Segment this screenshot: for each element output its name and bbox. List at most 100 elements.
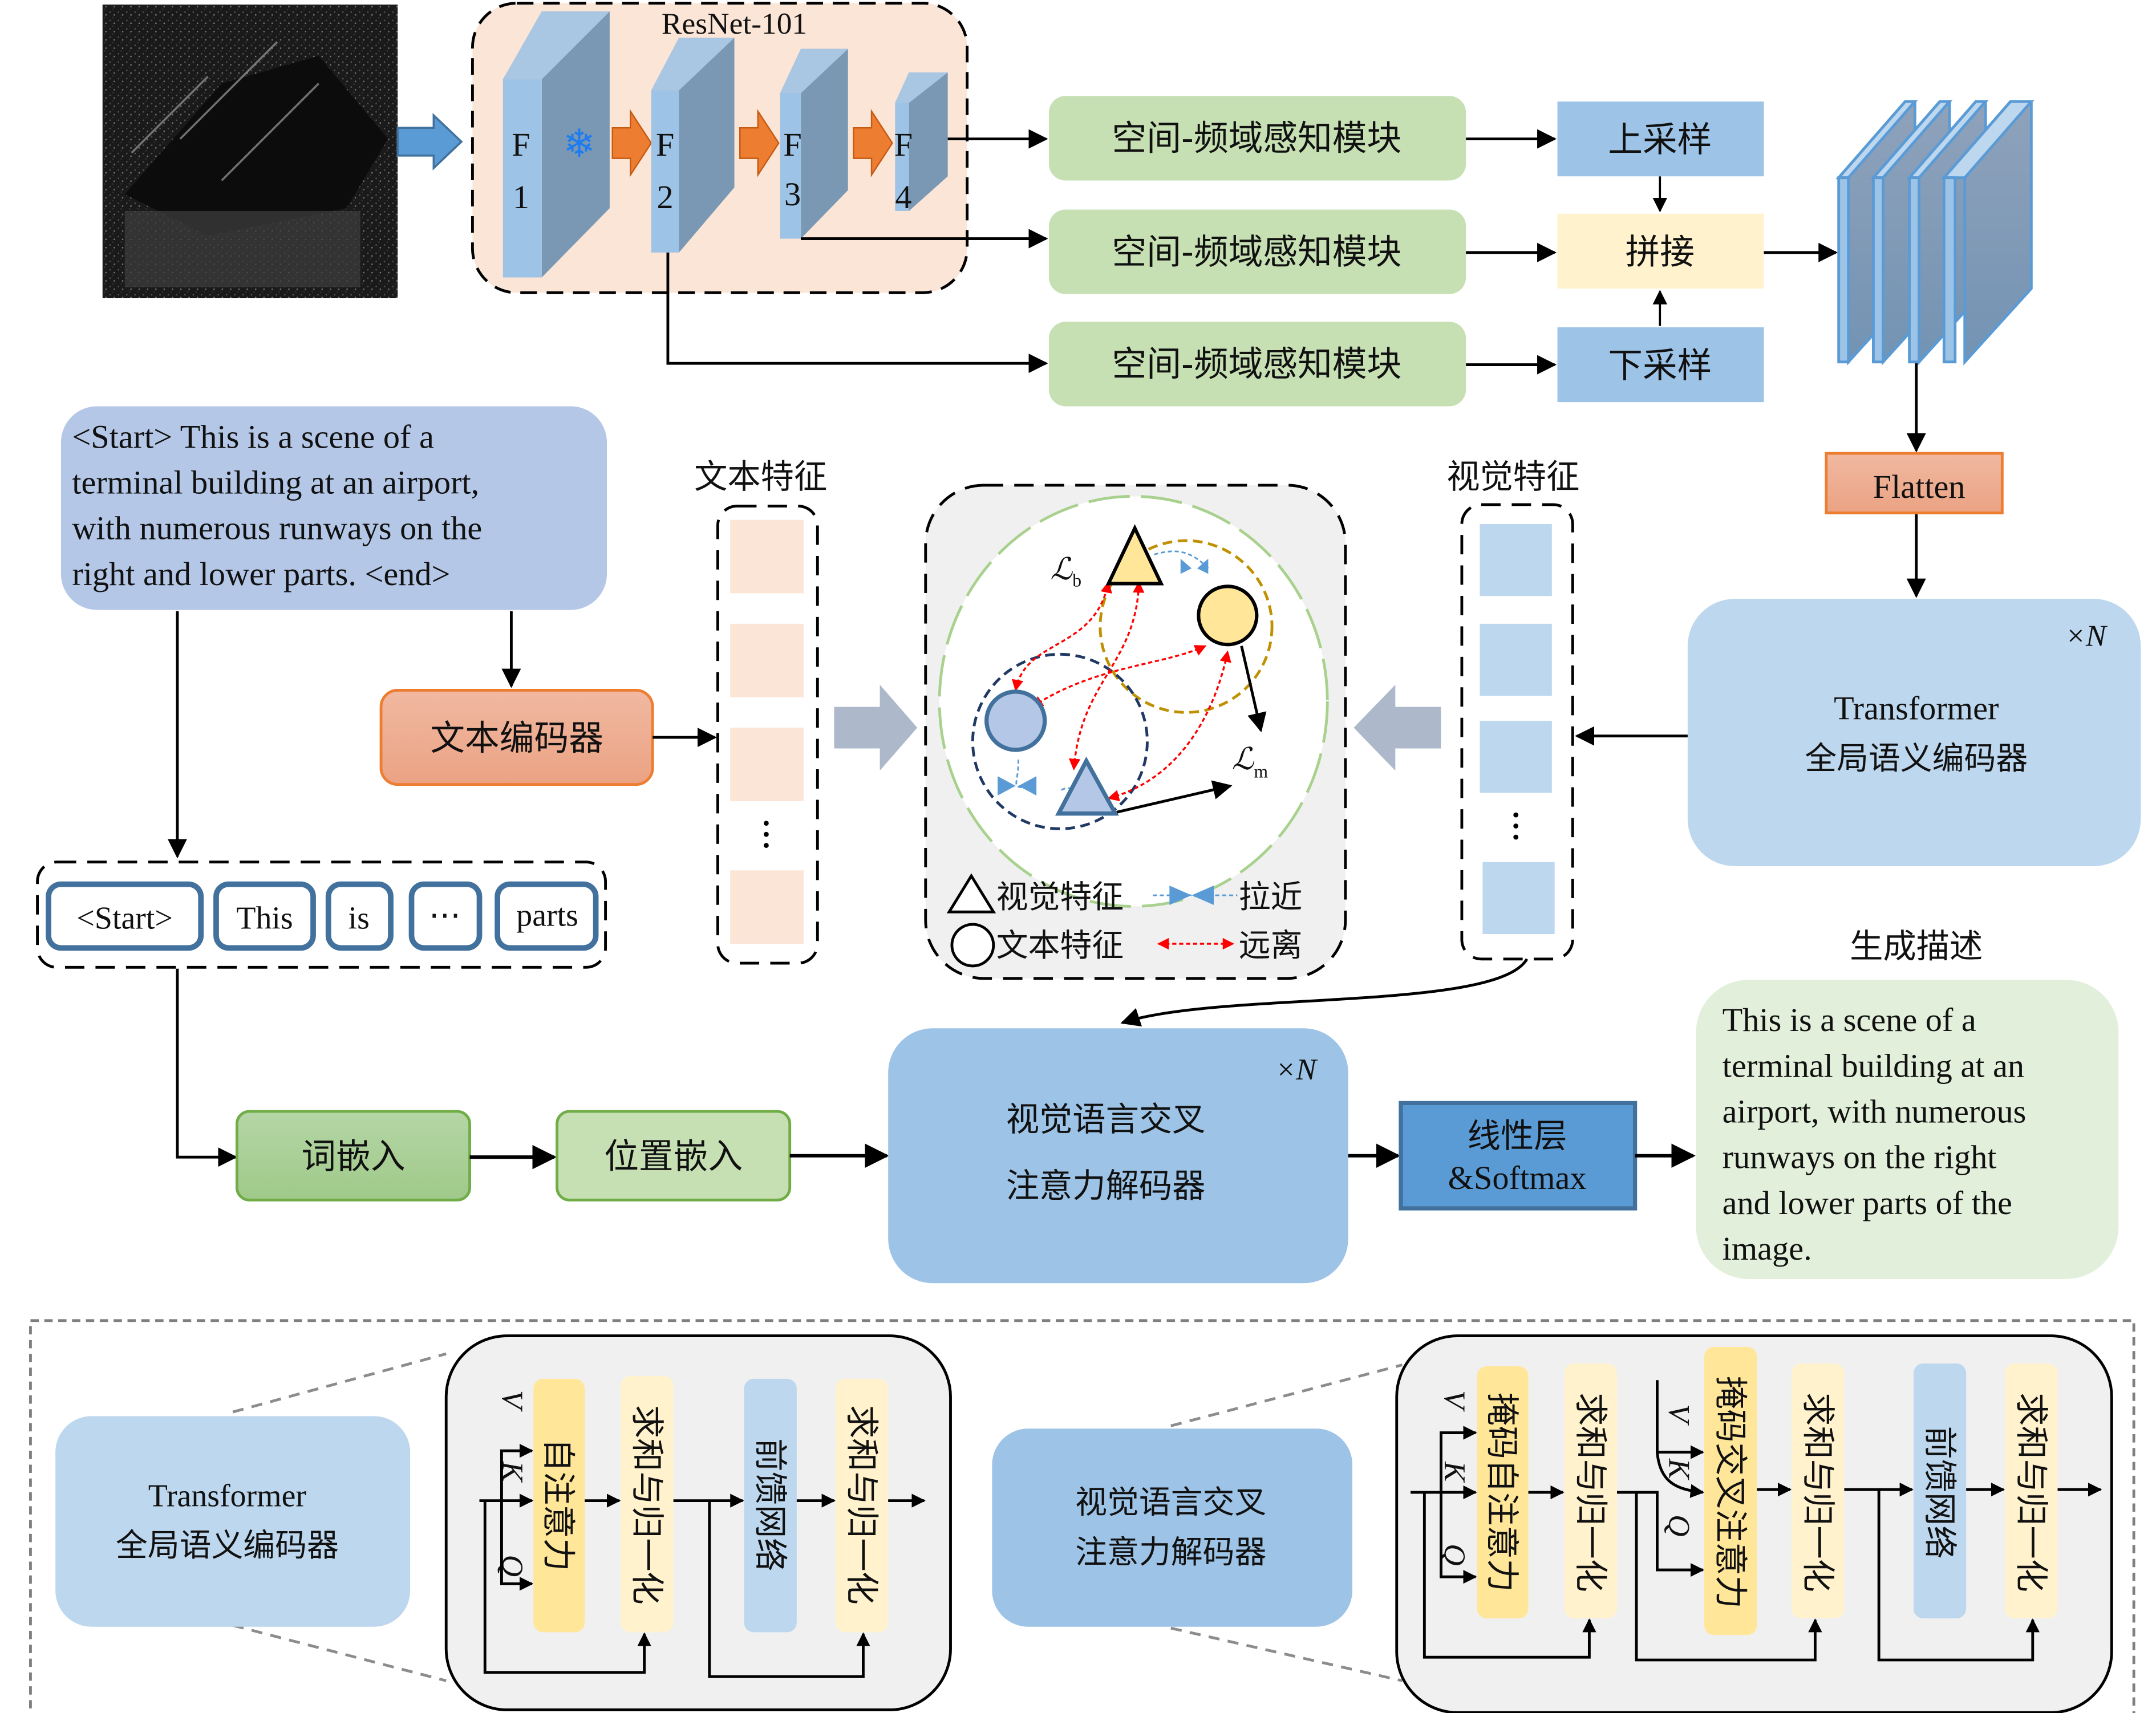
stage-3-letter: F: [783, 126, 801, 163]
svg-text:空间-频域感知模块: 空间-频域感知模块: [1112, 232, 1402, 272]
loss-b-subscript: b: [1072, 570, 1081, 590]
caption-line: <Start> This is a scene of a: [72, 418, 434, 455]
stage-arrow-1: [611, 108, 653, 177]
detail-panel: Transformer 全局语义编码器 自注意力 求和与归一化 前馈网络 求和与…: [29, 1319, 2135, 1713]
stage-1-letter: F: [512, 126, 530, 163]
feature-stage-2: F 2: [651, 38, 735, 253]
output-line: airport, with numerous: [1723, 1093, 2027, 1130]
add-norm-block: [835, 1378, 889, 1633]
visual-feature-cell: [1482, 862, 1555, 935]
svg-text:位置嵌入: 位置嵌入: [604, 1137, 743, 1177]
block-label: 求和与归一化: [2012, 1393, 2050, 1592]
cross-attention-decoder: ×N 视觉语言交叉 注意力解码器: [888, 1028, 1348, 1284]
feature-stage-3: F 3: [780, 48, 848, 239]
output-line: and lower parts of the: [1723, 1184, 2012, 1221]
svg-text:视觉特征: 视觉特征: [996, 879, 1124, 916]
block-label: Q: [1662, 1515, 1696, 1537]
output-line: image.: [1723, 1230, 1812, 1267]
textfeat-to-contrastive-arrow: [834, 684, 918, 771]
svg-text:parts: parts: [516, 898, 578, 933]
token: This: [213, 881, 316, 951]
visual-feature-triangle: [1105, 524, 1164, 586]
concat-box: 拼接: [1557, 213, 1764, 289]
stage-1-index: 1: [513, 178, 529, 216]
block-label: V: [496, 1390, 530, 1412]
svg-text:<Start>: <Start>: [76, 900, 173, 936]
svg-text:远离: 远离: [1239, 927, 1303, 964]
resnet-backbone: ResNet-101 F 1 ❄ F 2 F 3: [471, 2, 969, 294]
backbone-title: ResNet-101: [662, 6, 807, 40]
block-label: 求和与归一化: [1798, 1393, 1837, 1592]
input-arrow: [396, 113, 463, 171]
ffn-block: [744, 1378, 797, 1633]
svg-text:Transformer: Transformer: [148, 1478, 307, 1513]
flatten-box: Flatten: [1825, 452, 2004, 514]
linear-softmax-box: 线性层 &Softmax: [1399, 1101, 1638, 1211]
stage-3-index: 3: [784, 176, 801, 213]
pull-legend-icon: [1169, 886, 1192, 906]
block-label: K: [1662, 1458, 1696, 1480]
svg-text:词嵌入: 词嵌入: [301, 1137, 405, 1177]
generated-caption-box: This is a scene of a terminal building a…: [1696, 980, 2119, 1279]
masked-self-attention-block: [1477, 1366, 1529, 1619]
token: is: [325, 881, 394, 951]
svg-text:⋯: ⋯: [429, 898, 461, 933]
output-line: terminal building at an: [1723, 1047, 2024, 1084]
svg-text:上采样: 上采样: [1608, 120, 1712, 160]
text-feature-column: [716, 504, 819, 965]
circle-legend-icon: [950, 923, 995, 968]
stage-4-index: 4: [895, 178, 911, 216]
svg-text:拉近: 拉近: [1239, 879, 1303, 916]
svg-text:视觉语言交叉: 视觉语言交叉: [1006, 1100, 1206, 1139]
block-label: 自注意力: [539, 1438, 578, 1571]
visual-feature-cell: [1480, 523, 1552, 596]
visual-to-decoder-arrow: [1120, 958, 1529, 1027]
svg-text:全局语义编码器: 全局语义编码器: [116, 1527, 339, 1564]
token-sequence: <Start> This is ⋯ parts: [36, 860, 607, 969]
text-feature-cell: [730, 870, 804, 944]
sfp-module-3: 空间-频域感知模块: [1048, 322, 1466, 407]
output-line: runways on the right: [1723, 1139, 1997, 1176]
detail-encoder-box: Transformer 全局语义编码器: [55, 1416, 411, 1627]
downsample-box: 下采样: [1557, 327, 1764, 403]
visual-feature-column: [1460, 503, 1574, 961]
self-attention-block: [533, 1378, 585, 1633]
visual-feature-cell: [1480, 720, 1552, 793]
caption-line: right and lower parts. <end>: [72, 555, 450, 592]
stage-2-letter: F: [656, 126, 674, 163]
output-line: This is a scene of a: [1723, 1001, 1976, 1038]
visual-feature-triangle: [1055, 756, 1119, 816]
upsample-box: 上采样: [1557, 102, 1764, 177]
svg-text:Transformer: Transformer: [1834, 689, 1999, 726]
module-connectors: [1466, 129, 1838, 375]
ffn-block: [1913, 1363, 1967, 1619]
output-label: 生成描述: [1850, 927, 1983, 965]
triangle-legend-icon: [946, 873, 996, 914]
fused-feature-stack: [1835, 100, 2035, 366]
block-label: 前馈网络: [1920, 1426, 1959, 1558]
block-label: 求和与归一化: [627, 1405, 666, 1605]
encoder-repeat: ×N: [2065, 619, 2108, 653]
contrastive-legend: 视觉特征 拉近 文本特征 远离: [946, 873, 1303, 968]
add-norm-block: [2005, 1363, 2058, 1619]
add-norm-block: [1792, 1363, 1845, 1619]
detail-decoder-box: 视觉语言交叉 注意力解码器: [992, 1428, 1353, 1627]
text-feature-cell: [730, 728, 804, 801]
block-label: 掩码自注意力: [1482, 1393, 1521, 1592]
visual-feature-cell: [1480, 623, 1552, 696]
svg-text:Flatten: Flatten: [1873, 468, 1965, 505]
feature-stage-1: F 1: [502, 11, 610, 278]
input-caption-box: <Start> This is a scene of a terminal bu…: [60, 406, 607, 610]
feature-stage-4: F 4: [894, 72, 948, 216]
block-label: K: [1438, 1461, 1472, 1483]
text-feature-cell: [730, 623, 804, 697]
sfp-module-2: 空间-频域感知模块: [1048, 209, 1466, 294]
svg-text:全局语义编码器: 全局语义编码器: [1805, 740, 2028, 777]
svg-text:注意力解码器: 注意力解码器: [1006, 1167, 1206, 1205]
token: ⋯: [408, 881, 483, 951]
text-feature-circle: [984, 689, 1047, 752]
visualfeat-to-contrastive-arrow: [1353, 684, 1441, 771]
svg-text:文本特征: 文本特征: [996, 927, 1124, 964]
token: <Start>: [46, 881, 204, 951]
text-feature-label: 文本特征: [694, 457, 827, 496]
